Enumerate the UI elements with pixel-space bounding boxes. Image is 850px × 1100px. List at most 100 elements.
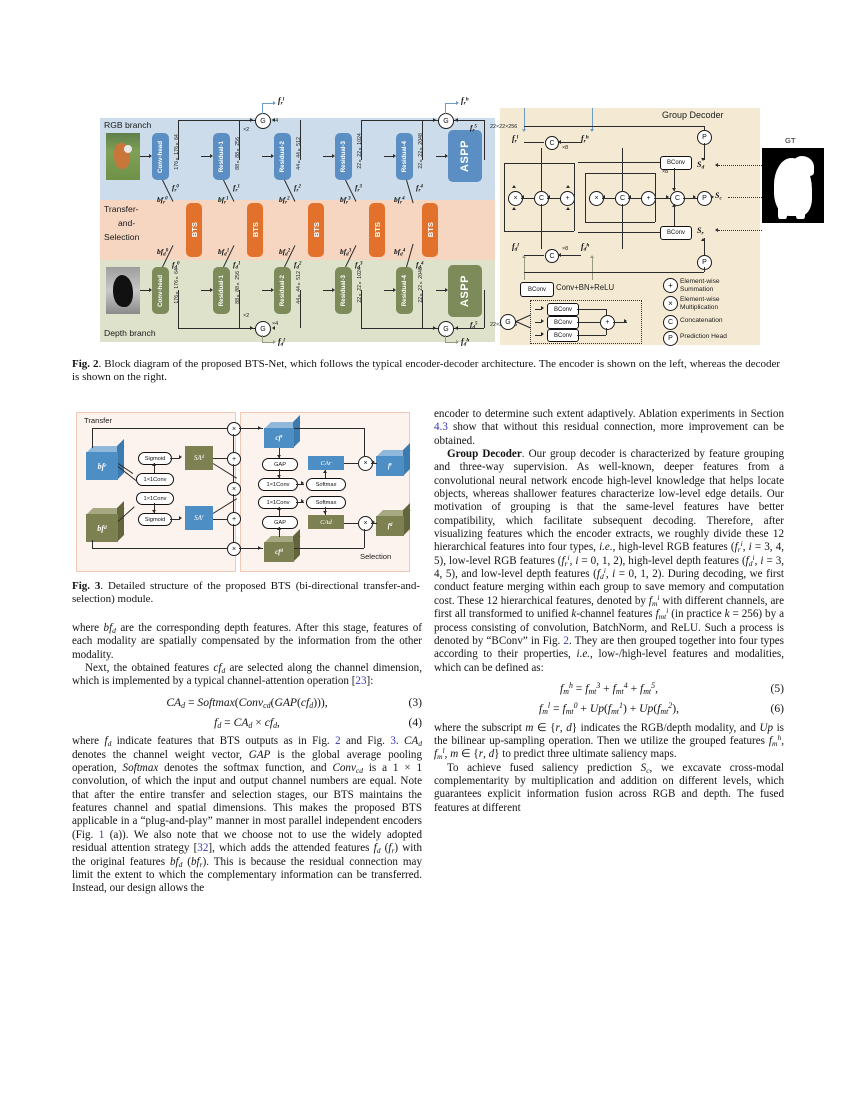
- rgb-residual-2-block: Residual-2: [274, 133, 291, 180]
- ground-truth-image: [762, 148, 824, 223]
- depth-low-group-node: G: [255, 321, 271, 337]
- rgb-aspp-block: ASPP: [448, 130, 482, 182]
- rgb-bf-0: bfr0: [157, 195, 168, 206]
- depth-upsample-x2: ×2: [243, 313, 250, 319]
- depth-conv-head-label: Conv-head: [157, 274, 164, 307]
- gt-label: GT: [785, 136, 796, 145]
- depth-residual-4-label: Residual-4: [401, 274, 408, 307]
- transfer-label-3: Selection: [104, 232, 140, 242]
- ca-r-block: CAr: [308, 456, 344, 470]
- saliency-depth-label: Sd: [697, 160, 705, 171]
- citation-23[interactable]: 23: [355, 675, 367, 688]
- equation-3: CAd = Softmax(Convcd(GAP(cfd))), (3): [166, 695, 422, 710]
- rgb-feature-0: fr0: [172, 183, 179, 194]
- right-paragraph-4: To achieve fused saliency prediction Sc,…: [434, 761, 784, 814]
- f3-sum-top: +: [227, 452, 241, 466]
- group-decoder-title: Group Decoder: [662, 110, 724, 120]
- bts-label-1: BTS: [250, 222, 260, 238]
- selection-stage-label: Selection: [360, 552, 392, 561]
- depth-dim-0: 176×176×64: [174, 268, 180, 304]
- decoder-bconv-bottom: BConv: [660, 226, 692, 240]
- ref-fig2-b[interactable]: 2: [563, 634, 569, 647]
- depth-dim-4: 22×22×2048: [418, 267, 424, 303]
- legend-concat-icon: C: [663, 315, 678, 330]
- bts-label-0: BTS: [189, 222, 199, 238]
- rgb-high-group-node: G: [438, 113, 454, 129]
- left-paragraph-3: where fd indicate features that BTS outp…: [72, 735, 422, 895]
- bts-label-4: BTS: [425, 222, 435, 238]
- left-paragraph-2: Next, the obtained features cfd are sele…: [72, 662, 422, 688]
- rgb-feature-1: fr1: [233, 183, 240, 194]
- rgb-dim-0: 176×176×64: [174, 134, 180, 170]
- depth-feature-5: fd5: [470, 320, 478, 330]
- rgb-upsample-x4: ×4: [272, 118, 279, 124]
- prediction-head-mid: P: [697, 191, 712, 206]
- rgb-bf-2: bfr2: [279, 195, 290, 206]
- legend-prediction-icon: P: [663, 331, 678, 346]
- rgb-aspp-label: ASPP: [459, 140, 471, 172]
- decoder-fdh-label: fdh: [581, 242, 590, 253]
- depth-bf-4: bfd4: [394, 247, 406, 258]
- figure-2-caption-text: Block diagram of the proposed BTS-Net, w…: [72, 358, 781, 384]
- group-decoder-heading: Group Decoder: [447, 448, 522, 461]
- depth-aspp-block: ASPP: [448, 265, 482, 317]
- rgb-branch-label: RGB branch: [104, 120, 152, 130]
- rgb-bf-4: bfr4: [394, 195, 405, 206]
- rgb-residual-1-block: Residual-1: [213, 133, 230, 180]
- equation-3-number: (3): [408, 695, 422, 709]
- rgb-residual-2-label: Residual-2: [279, 140, 286, 173]
- transfer-stage-label: Transfer: [84, 416, 112, 425]
- rgb-bf-3: bfr3: [340, 195, 351, 206]
- depth-high-group-node: G: [438, 321, 454, 337]
- depth-aspp-label: ASPP: [459, 275, 471, 307]
- bts-block-3: BTS: [369, 203, 385, 257]
- depth-branch-label: Depth branch: [104, 328, 156, 338]
- depth-bf-3: bfd3: [340, 247, 352, 258]
- rgb-high-output-label: frh: [461, 96, 469, 107]
- depth-residual-2-label: Residual-2: [279, 274, 286, 307]
- decoder-bottom-concat-node: C: [545, 249, 559, 263]
- right-column-body: encoder to determine such extent adaptiv…: [434, 408, 784, 815]
- figure-2-diagram: RGB branch Transfer- and- Selection Dept…: [100, 96, 824, 347]
- ref-section-43[interactable]: 4.3: [434, 421, 448, 434]
- depth-conv-head-block: Conv-head: [152, 267, 169, 314]
- decoder-sum-low-node: +: [560, 191, 575, 206]
- depth-feature-1: fd1: [233, 260, 241, 271]
- group-decoder-background: [500, 108, 760, 345]
- depth-feature-3: fd3: [355, 260, 363, 271]
- figure-3-caption-text: Detailed structure of the proposed BTS (…: [72, 580, 421, 606]
- transfer-label-1: Transfer-: [104, 204, 139, 214]
- bts-block-2: BTS: [308, 203, 324, 257]
- f3-mul-center: ×: [227, 482, 241, 496]
- ref-fig3-a[interactable]: 3: [390, 735, 396, 748]
- legend-prediction-text: Prediction Head: [680, 333, 727, 340]
- decoder-top-x8: ×8: [562, 145, 569, 151]
- bconv-legend-box: BConv: [520, 282, 554, 297]
- ref-fig1[interactable]: 1: [98, 828, 105, 841]
- figure-2-caption: Fig. 2. Block diagram of the proposed BT…: [72, 358, 781, 384]
- rgb-bf-1: bfr1: [218, 195, 229, 206]
- depth-input-thumbnail: [106, 267, 140, 314]
- decoder-final-concat-node: C: [670, 191, 685, 206]
- equation-6-number: (6): [770, 702, 784, 716]
- softmax-top-box: Softmax: [306, 478, 346, 491]
- f3-mul-out-bottom: ×: [358, 516, 373, 531]
- bconv-branch-1: BConv: [547, 303, 579, 316]
- depth-residual-3-block: Residual-3: [335, 267, 352, 314]
- depth-dim-3: 22×22×1024: [357, 267, 363, 303]
- bconv-branch-3: BConv: [547, 329, 579, 342]
- bts-block-4: BTS: [422, 203, 438, 257]
- citation-32[interactable]: 32: [197, 842, 209, 855]
- decoder-top-concat-node: C: [545, 136, 559, 150]
- f3-mul-out-top: ×: [358, 456, 373, 471]
- ref-fig2-a[interactable]: 2: [335, 735, 341, 748]
